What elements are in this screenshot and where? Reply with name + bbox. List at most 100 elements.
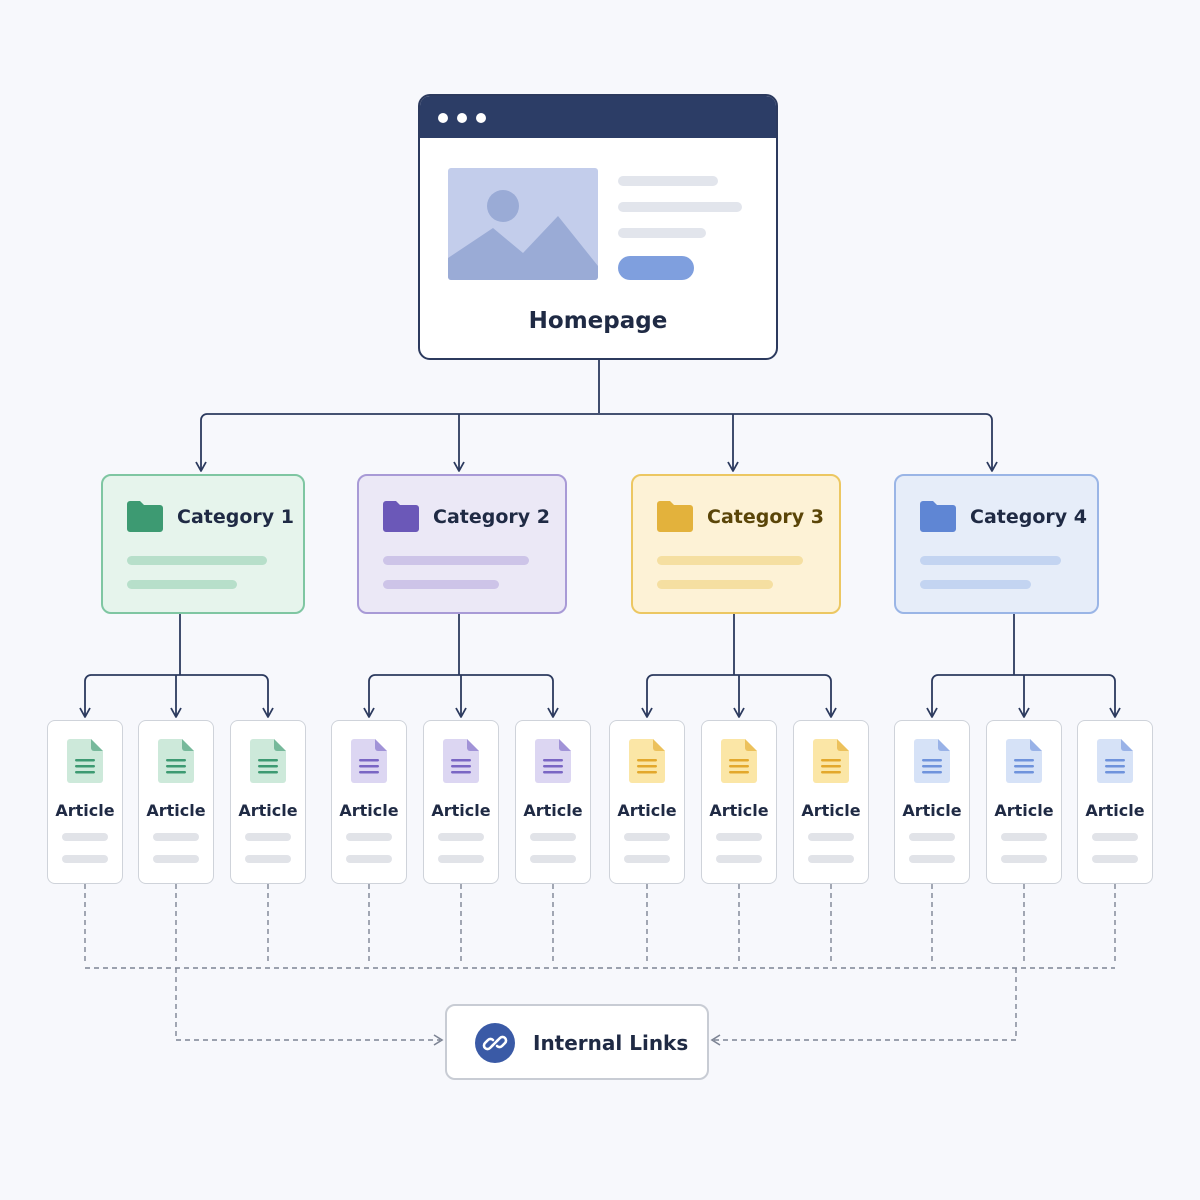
category-label: Category 4 xyxy=(970,506,1087,528)
article-label: Article xyxy=(994,801,1054,820)
text-placeholder-line xyxy=(530,855,576,863)
image-placeholder-icon xyxy=(448,168,598,280)
article-label: Article xyxy=(709,801,769,820)
homepage-node[interactable]: Homepage xyxy=(418,94,778,360)
arrow-head xyxy=(170,707,182,718)
arrow-head xyxy=(262,707,274,718)
article-node[interactable]: Article xyxy=(331,720,407,884)
article-node[interactable]: Article xyxy=(515,720,591,884)
category-label: Category 2 xyxy=(433,506,550,528)
arrow-head xyxy=(363,707,375,718)
article-label: Article xyxy=(431,801,491,820)
document-icon xyxy=(721,739,757,787)
article-node[interactable]: Article xyxy=(423,720,499,884)
internal-links-node[interactable]: Internal Links xyxy=(445,1004,709,1080)
text-placeholder-line xyxy=(346,855,392,863)
text-placeholder-line xyxy=(153,855,199,863)
category-node-3[interactable]: Category 3 xyxy=(631,474,841,614)
arrow-head xyxy=(455,707,467,718)
folder-icon xyxy=(127,500,163,536)
arrow-head xyxy=(727,461,739,472)
text-placeholder-line xyxy=(346,833,392,841)
text-placeholder-line xyxy=(245,833,291,841)
internal-links-label: Internal Links xyxy=(533,1031,689,1055)
text-placeholder-line xyxy=(127,556,267,565)
category-node-2[interactable]: Category 2 xyxy=(357,474,567,614)
text-placeholder-line xyxy=(657,580,773,589)
article-label: Article xyxy=(801,801,861,820)
connector-line xyxy=(200,413,993,470)
article-node[interactable]: Article xyxy=(1077,720,1153,884)
arrow-head xyxy=(453,461,465,472)
text-placeholder-line xyxy=(716,833,762,841)
article-label: Article xyxy=(902,801,962,820)
article-node[interactable]: Article xyxy=(793,720,869,884)
button-placeholder xyxy=(618,256,694,280)
article-node[interactable]: Article xyxy=(230,720,306,884)
arrow-head xyxy=(433,1034,444,1046)
article-label: Article xyxy=(146,801,206,820)
article-node[interactable]: Article xyxy=(47,720,123,884)
article-node[interactable]: Article xyxy=(609,720,685,884)
folder-icon xyxy=(383,500,419,536)
text-placeholder-line xyxy=(618,228,706,238)
document-icon xyxy=(1097,739,1133,787)
arrow-head xyxy=(986,461,998,472)
window-dot-icon xyxy=(457,113,467,123)
article-node[interactable]: Article xyxy=(701,720,777,884)
document-icon xyxy=(67,739,103,787)
window-dot-icon xyxy=(438,113,448,123)
document-icon xyxy=(1006,739,1042,787)
category-label: Category 1 xyxy=(177,506,294,528)
article-node[interactable]: Article xyxy=(894,720,970,884)
text-placeholder-line xyxy=(153,833,199,841)
text-placeholder-line xyxy=(657,556,803,565)
text-placeholder-line xyxy=(530,833,576,841)
document-icon xyxy=(629,739,665,787)
folder-icon xyxy=(920,500,956,536)
text-placeholder-line xyxy=(624,833,670,841)
arrow-head xyxy=(641,707,653,718)
article-label: Article xyxy=(339,801,399,820)
document-icon xyxy=(250,739,286,787)
text-placeholder-line xyxy=(618,176,718,186)
window-dot-icon xyxy=(476,113,486,123)
document-icon xyxy=(535,739,571,787)
article-label: Article xyxy=(55,801,115,820)
article-node[interactable]: Article xyxy=(986,720,1062,884)
article-node[interactable]: Article xyxy=(138,720,214,884)
document-icon xyxy=(351,739,387,787)
arrow-head xyxy=(195,461,207,472)
arrow-head xyxy=(926,707,938,718)
text-placeholder-line xyxy=(716,855,762,863)
document-icon xyxy=(443,739,479,787)
text-placeholder-line xyxy=(920,556,1061,565)
text-placeholder-line xyxy=(438,855,484,863)
arrow-head xyxy=(710,1034,721,1046)
browser-title-bar xyxy=(420,96,776,138)
arrow-head xyxy=(733,707,745,718)
article-label: Article xyxy=(523,801,583,820)
text-placeholder-line xyxy=(62,833,108,841)
text-placeholder-line xyxy=(383,556,529,565)
text-placeholder-line xyxy=(245,855,291,863)
article-label: Article xyxy=(238,801,298,820)
link-icon xyxy=(475,1023,515,1063)
arrow-head xyxy=(547,707,559,718)
text-placeholder-line xyxy=(438,833,484,841)
arrow-head xyxy=(825,707,837,718)
text-placeholder-line xyxy=(1092,855,1138,863)
text-placeholder-line xyxy=(383,580,499,589)
category-node-4[interactable]: Category 4 xyxy=(894,474,1099,614)
text-placeholder-line xyxy=(1001,855,1047,863)
category-node-1[interactable]: Category 1 xyxy=(101,474,305,614)
document-icon xyxy=(914,739,950,787)
text-placeholder-line xyxy=(624,855,670,863)
text-placeholder-line xyxy=(808,855,854,863)
folder-icon xyxy=(657,500,693,536)
dashed-link-line xyxy=(175,968,440,1041)
text-placeholder-line xyxy=(1092,833,1138,841)
text-placeholder-line xyxy=(920,580,1031,589)
